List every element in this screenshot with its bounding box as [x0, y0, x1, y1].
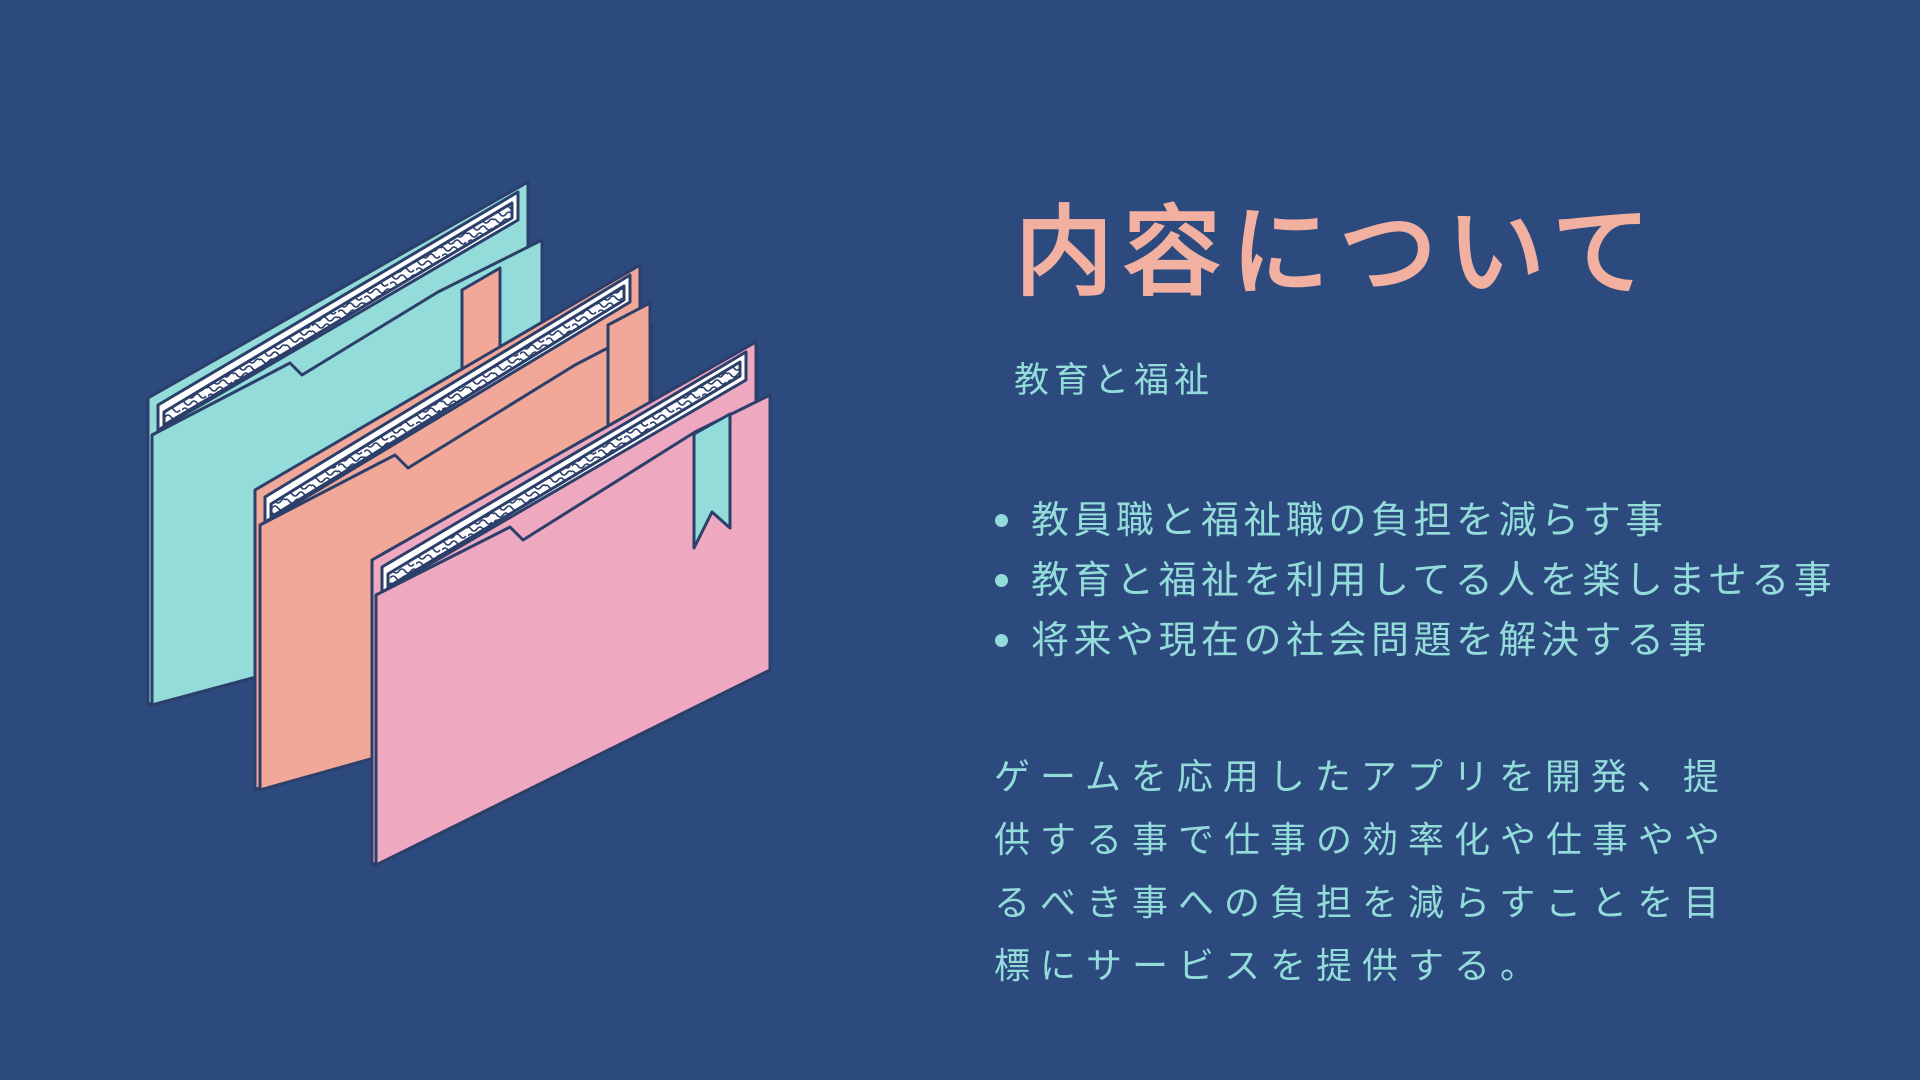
bullet-text: 教育と福祉を利用してる人を楽しませる事	[1031, 558, 1837, 602]
description-paragraph: ゲームを応用したアプリを開発、提供する事で仕事の効率化や仕事ややるべき事への負担…	[994, 757, 1731, 987]
bullet-icon	[995, 514, 1008, 527]
bullet-icon	[995, 634, 1008, 647]
bullet-text: 教員職と福祉職の負担を減らす事	[1031, 498, 1668, 542]
subtitle: 教育と福祉	[1014, 361, 1215, 401]
list-item: 教育と福祉を利用してる人を楽しませる事	[995, 550, 1836, 610]
bullet-list: 教員職と福祉職の負担を減らす事 教育と福祉を利用してる人を楽しませる事 将来や現…	[995, 490, 1836, 670]
pink-folder	[370, 340, 772, 867]
bullet-icon	[995, 574, 1008, 587]
list-item: 将来や現在の社会問題を解決する事	[995, 610, 1836, 670]
bullet-text: 将来や現在の社会問題を解決する事	[1031, 618, 1712, 662]
page-title: 内容について	[1015, 196, 1661, 310]
list-item: 教員職と福祉職の負担を減らす事	[995, 490, 1836, 550]
